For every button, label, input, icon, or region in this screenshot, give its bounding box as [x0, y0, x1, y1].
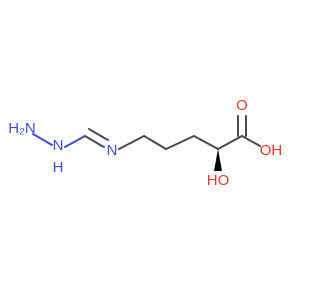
- atom-nh-hydrogen-label: H: [53, 159, 64, 176]
- atom-acid-oh-label: OH: [260, 142, 283, 159]
- bond-c4-c5: [217, 135, 243, 150]
- atom-imine-n-label: N: [107, 142, 118, 159]
- bond-ch-n-double-a: [84, 135, 103, 147]
- bond-nh-ch: [64, 135, 86, 148]
- bond-h2n-nh: [32, 133, 53, 146]
- stereo-wedge-bond: [214, 149, 222, 171]
- bond-c2-c3: [165, 135, 195, 150]
- bond-ch-n-double-d: [105, 138, 109, 141]
- atom-alpha-ho-label: HO: [207, 172, 230, 189]
- atom-nh-label: N: [53, 137, 64, 154]
- atom-carbonyl-o-label: O: [236, 97, 248, 114]
- bond-c3-c4: [193, 135, 219, 150]
- bond-ch-n-double-c: [101, 145, 105, 148]
- molecule-canvas: H₂N N H N OH O HO: [8, 97, 283, 189]
- atom-h2n-label: H₂N: [8, 120, 36, 137]
- structure-diagram: H₂N N H N OH O HO: [8, 97, 283, 189]
- bond-c1-c2: [143, 135, 167, 150]
- bond-c5-oh: [241, 135, 261, 147]
- bond-ch-n-double-b: [88, 128, 107, 140]
- bond-n-c1: [118, 135, 145, 150]
